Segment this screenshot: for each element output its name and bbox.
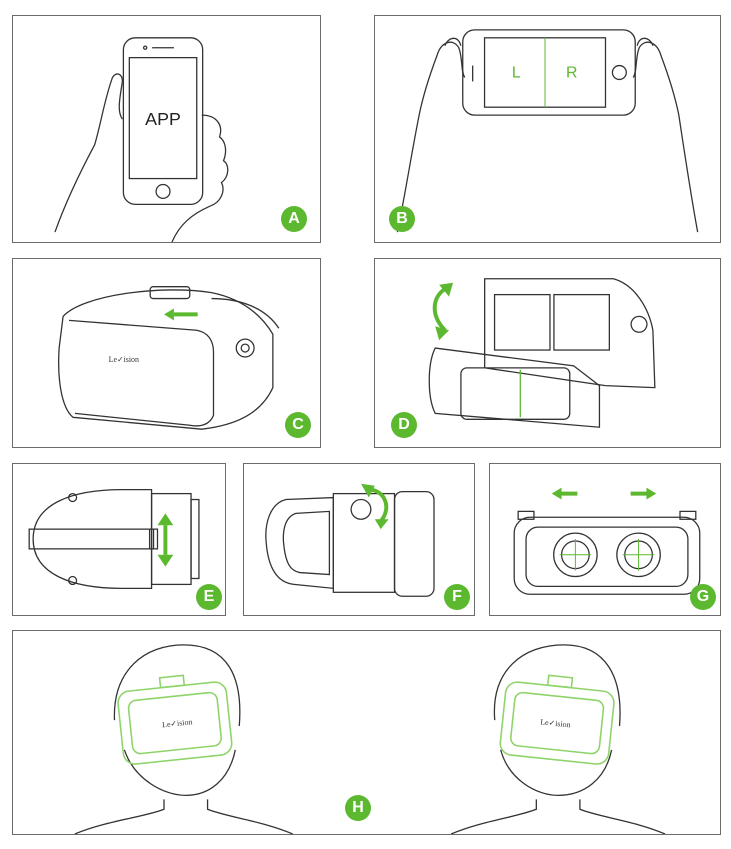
badge-d: D <box>391 412 417 438</box>
hands-holding-phone-landscape-illustration: L R <box>396 29 699 233</box>
badge-g: G <box>690 584 716 610</box>
panel-a: APP A <box>12 15 321 243</box>
right-headset-brand-label: Le✓ision <box>540 717 571 729</box>
panel-d: D <box>374 258 721 448</box>
panel-g: G <box>489 463 721 616</box>
panel-h: Le✓ision Le✓ision H <box>12 630 721 835</box>
right-eye-label: R <box>566 64 577 81</box>
panel-b: L R B <box>374 15 721 243</box>
badge-c: C <box>285 412 311 438</box>
headset-top-view-illustration <box>28 489 200 589</box>
headset-open-cover-illustration: Le✓ision <box>58 286 280 430</box>
left-eye-label: L <box>512 64 521 81</box>
headset-side-view-illustration <box>265 483 435 597</box>
panel-e: E <box>12 463 226 616</box>
panel-c: Le✓ision C <box>12 258 321 448</box>
headset-lens-view-illustration <box>513 487 701 595</box>
panel-f: F <box>243 463 475 616</box>
headset-brand-label: Le✓ision <box>109 355 139 364</box>
headset-phone-tray-illustration <box>428 278 656 428</box>
badge-h: H <box>345 795 371 821</box>
left-headset-brand-label: Le✓ision <box>162 717 193 729</box>
badge-e: E <box>196 584 222 610</box>
person-wearing-headset-illustration: Le✓ision Le✓ision <box>74 644 666 834</box>
badge-a: A <box>281 206 307 232</box>
hand-holding-phone-illustration: APP <box>54 37 229 242</box>
app-screen-text: APP <box>145 109 181 129</box>
badge-b: B <box>389 206 415 232</box>
badge-f: F <box>444 584 470 610</box>
